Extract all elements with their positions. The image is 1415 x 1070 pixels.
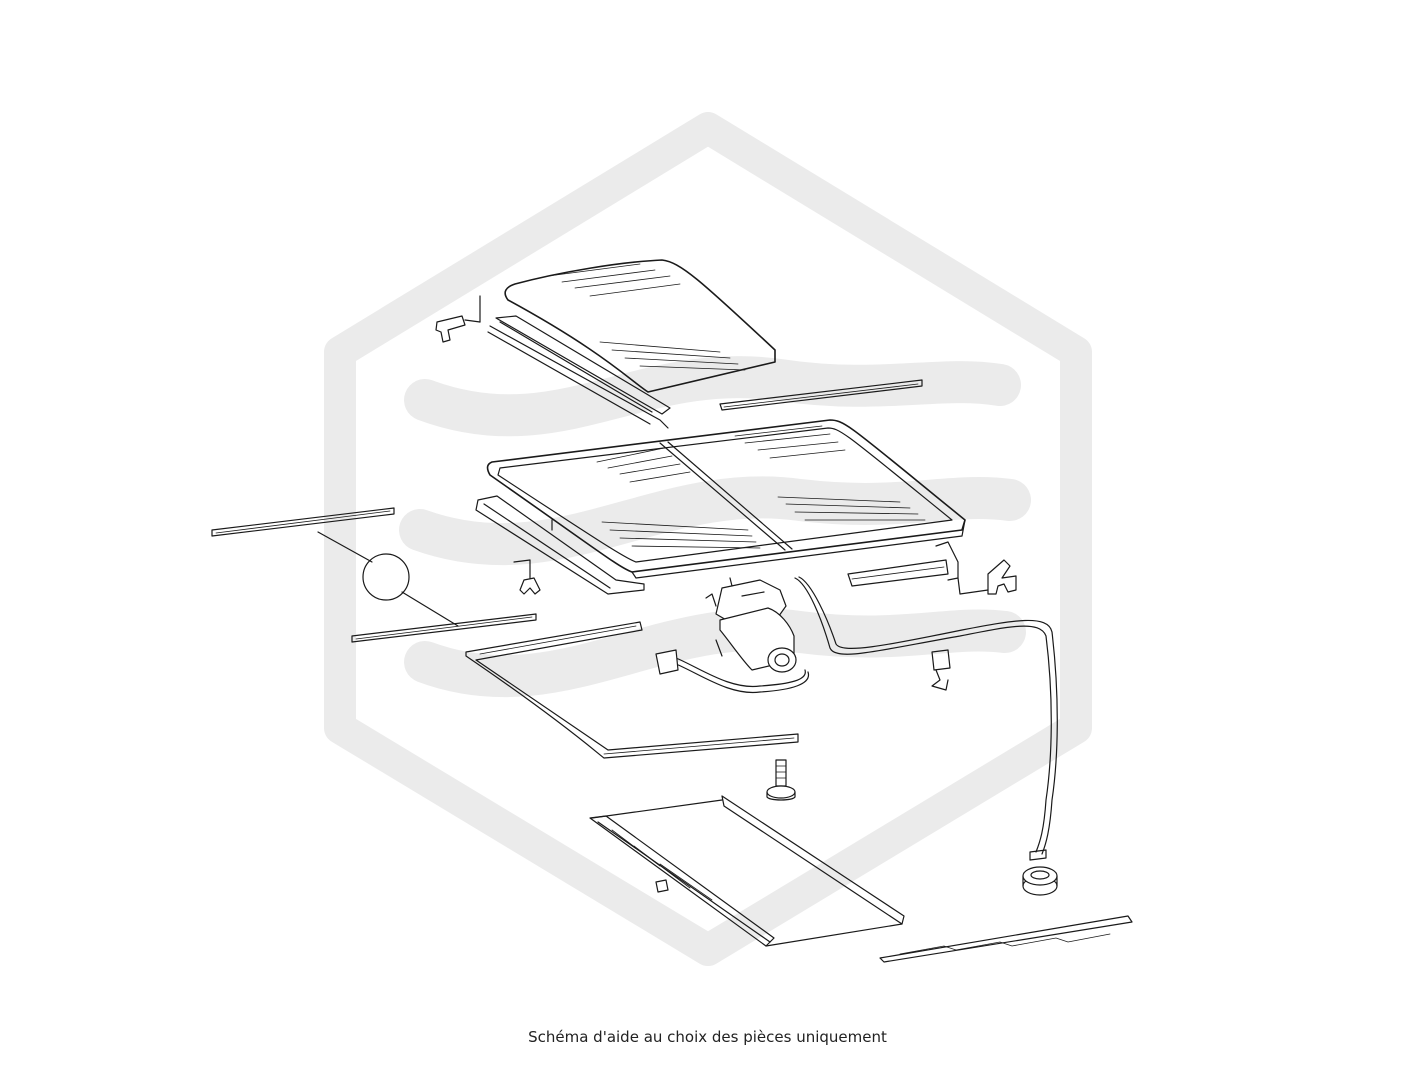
watermark-logo xyxy=(324,112,1092,966)
watermark-stripe-middle xyxy=(399,476,1031,566)
deflector-rail-upper-left xyxy=(211,507,395,537)
main-glass-panel xyxy=(486,419,966,579)
glass-seal-frame xyxy=(475,495,645,595)
diagram-caption: Schéma d'aide au choix des pièces unique… xyxy=(528,1028,887,1046)
mounting-bolt xyxy=(766,759,796,801)
drain-valve xyxy=(931,649,951,691)
watermark-stripe-bottom xyxy=(404,608,1026,698)
guide-rail-right xyxy=(847,541,1017,595)
rear-glass-panel xyxy=(487,259,776,429)
drainage-frame xyxy=(465,621,799,759)
watermark-hexagon xyxy=(324,112,1092,966)
deflector-strip-rear xyxy=(719,379,923,411)
sunshade-blind xyxy=(589,795,905,947)
watermark-stripe-top xyxy=(404,356,1021,437)
front-trim-strip xyxy=(879,915,1133,963)
hinge-clip-left xyxy=(435,295,481,343)
deflector-rail-lower-left xyxy=(351,613,537,643)
callout-circle xyxy=(317,531,459,627)
drain-tube xyxy=(794,576,1058,861)
bracket-clip-center xyxy=(513,559,541,595)
sunroof-motor xyxy=(655,577,810,694)
drain-grommet xyxy=(1022,866,1058,896)
